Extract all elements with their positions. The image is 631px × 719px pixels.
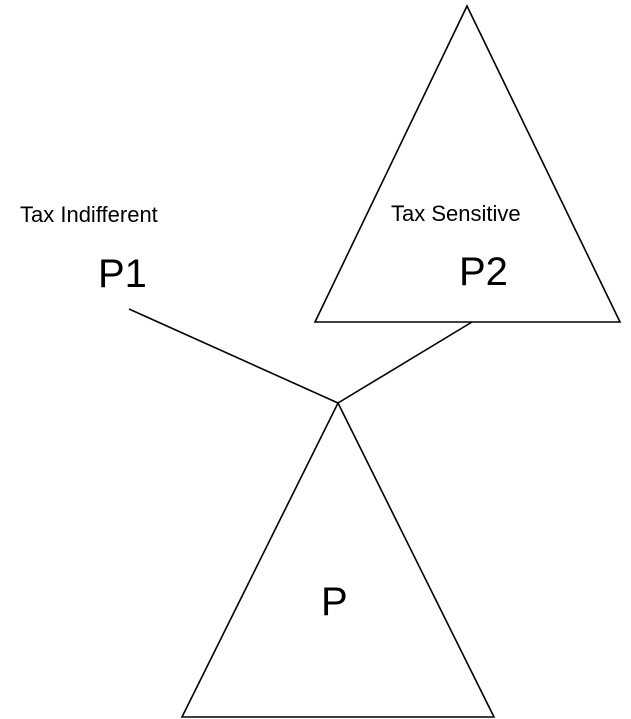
p-label: P xyxy=(321,580,348,624)
edge-p1-to-junction xyxy=(128,308,339,404)
edge-p2-to-junction xyxy=(337,321,473,404)
triangle-p xyxy=(180,401,496,718)
p2-caption: Tax Sensitive xyxy=(391,201,521,226)
p1-caption: Tax Indifferent xyxy=(20,202,158,227)
triangle-p2 xyxy=(313,4,622,323)
p1-label: P1 xyxy=(98,252,147,296)
p2-label: P2 xyxy=(459,250,508,294)
